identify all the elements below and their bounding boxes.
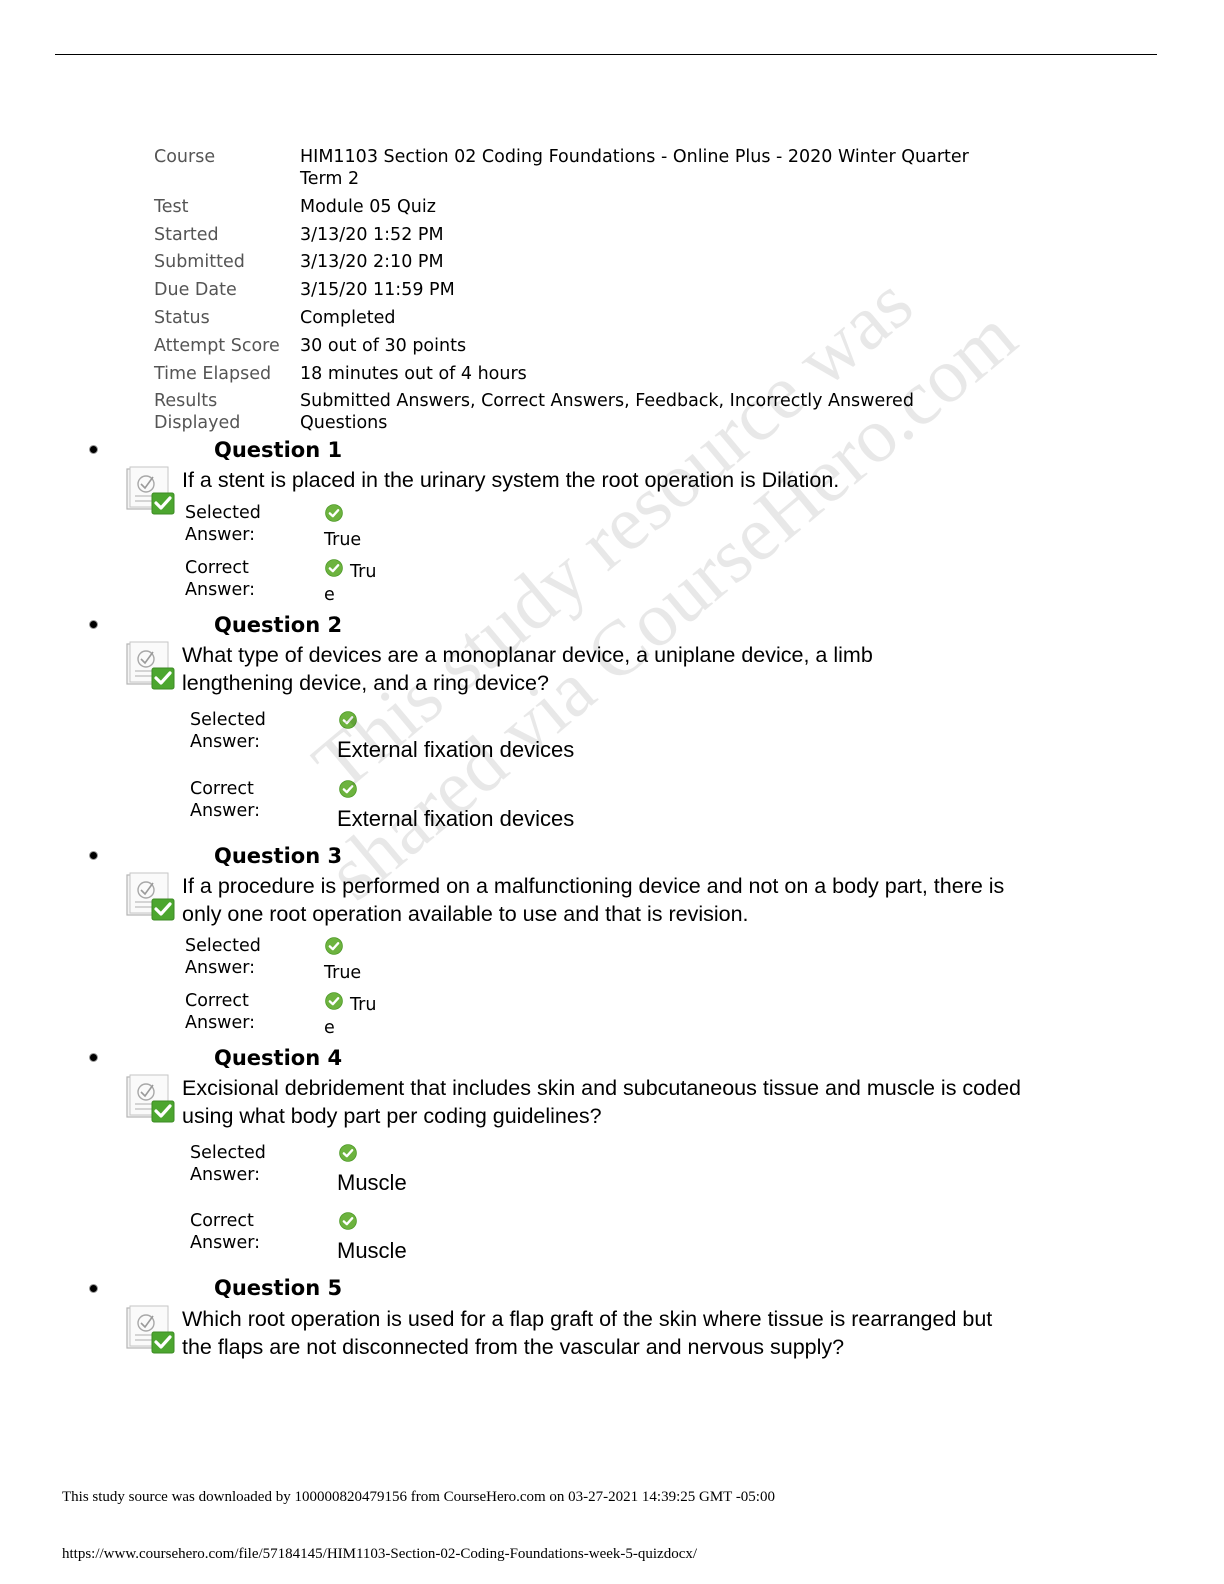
info-label: Results Displayed — [154, 391, 241, 434]
question-2-text: What type of devices are a monoplanar de… — [182, 643, 873, 695]
correct-question-icon — [126, 466, 176, 516]
checkmark-icon — [325, 937, 343, 955]
correct-answer-label: Correct Answer: — [190, 779, 261, 821]
checkmark-icon — [339, 1144, 357, 1162]
info-row-results-displayed: Results Displayed Submitted Answers, Cor… — [154, 390, 974, 434]
bullet-icon — [89, 445, 98, 454]
info-label: Started — [154, 224, 219, 245]
checkmark-icon — [339, 780, 357, 798]
question-1-title: Question 1 — [214, 438, 343, 462]
question-4-title: Question 4 — [214, 1046, 343, 1070]
info-row-time-elapsed: Time Elapsed 18 minutes out of 4 hours — [154, 363, 974, 391]
correct-answer-value: External fixation devices — [337, 806, 575, 831]
info-row-course: Course HIM1103 Section 02 Coding Foundat… — [154, 146, 974, 196]
info-value: Module 05 Quiz — [300, 196, 436, 217]
selected-answer-value: External fixation devices — [337, 737, 575, 762]
selected-answer-value: True — [324, 530, 362, 550]
correct-answer-label: Correct Answer: — [185, 558, 256, 600]
correct-answer-value: Muscle — [337, 1238, 407, 1263]
correct-answer-value: Tru — [350, 995, 377, 1015]
info-label: Submitted — [154, 252, 245, 273]
bullet-icon — [89, 620, 98, 629]
top-rule — [55, 54, 1157, 55]
question-1-text: If a stent is placed in the urinary syst… — [182, 468, 840, 492]
correct-question-icon — [126, 1074, 176, 1124]
question-2-title: Question 2 — [214, 613, 343, 637]
source-url[interactable]: https://www.coursehero.com/file/57184145… — [62, 1546, 698, 1562]
checkmark-icon — [339, 1212, 357, 1230]
info-row-attempt-score: Attempt Score 30 out of 30 points — [154, 335, 974, 363]
selected-answer-label: Selected Answer: — [190, 710, 266, 752]
info-value: 3/15/20 11:59 PM — [300, 280, 455, 301]
bullet-icon — [89, 1284, 98, 1293]
correct-question-icon — [126, 1305, 176, 1355]
selected-answer-value: True — [324, 963, 362, 983]
correct-question-icon — [126, 872, 176, 922]
info-row-status: Status Completed — [154, 307, 974, 335]
checkmark-icon — [339, 711, 357, 729]
checkmark-icon — [325, 992, 343, 1010]
question-5-title: Question 5 — [214, 1276, 343, 1300]
info-label: Attempt Score — [154, 335, 280, 356]
correct-answer-label: Correct Answer: — [185, 991, 256, 1033]
info-value: Submitted Answers, Correct Answers, Feed… — [300, 391, 914, 434]
question-3-text: If a procedure is performed on a malfunc… — [182, 874, 1005, 926]
selected-answer-value: Muscle — [337, 1170, 407, 1195]
info-row-due-date: Due Date 3/15/20 11:59 PM — [154, 279, 974, 307]
download-notice: This study source was downloaded by 1000… — [62, 1489, 775, 1505]
question-5-text: Which root operation is used for a flap … — [182, 1307, 993, 1359]
bullet-icon — [89, 851, 98, 860]
info-label: Due Date — [154, 280, 237, 301]
info-label: Status — [154, 307, 210, 328]
correct-answer-label: Correct Answer: — [190, 1211, 261, 1253]
info-value: Completed — [300, 307, 396, 328]
selected-answer-label: Selected Answer: — [185, 503, 261, 545]
test-info-table: Course HIM1103 Section 02 Coding Foundat… — [154, 146, 974, 434]
checkmark-icon — [325, 504, 343, 522]
selected-answer-label: Selected Answer: — [190, 1143, 266, 1185]
info-value: HIM1103 Section 02 Coding Foundations - … — [300, 147, 969, 189]
selected-answer-label: Selected Answer: — [185, 936, 261, 978]
question-3-title: Question 3 — [214, 844, 343, 868]
correct-question-icon — [126, 641, 176, 691]
info-value: 30 out of 30 points — [300, 335, 467, 356]
correct-answer-value-wrap: e — [324, 585, 335, 605]
bullet-icon — [89, 1053, 98, 1062]
info-label: Time Elapsed — [154, 363, 272, 384]
info-row-submitted: Submitted 3/13/20 2:10 PM — [154, 251, 974, 279]
info-value: 18 minutes out of 4 hours — [300, 363, 527, 384]
info-value: 3/13/20 1:52 PM — [300, 224, 444, 245]
info-label: Course — [154, 147, 216, 167]
info-value: 3/13/20 2:10 PM — [300, 252, 444, 273]
question-4-text: Excisional debridement that includes ski… — [182, 1076, 1021, 1128]
info-row-started: Started 3/13/20 1:52 PM — [154, 224, 974, 252]
correct-answer-value: Tru — [350, 562, 377, 582]
checkmark-icon — [325, 559, 343, 577]
correct-answer-value-wrap: e — [324, 1018, 335, 1038]
info-row-test: Test Module 05 Quiz — [154, 196, 974, 224]
info-label: Test — [154, 196, 189, 217]
